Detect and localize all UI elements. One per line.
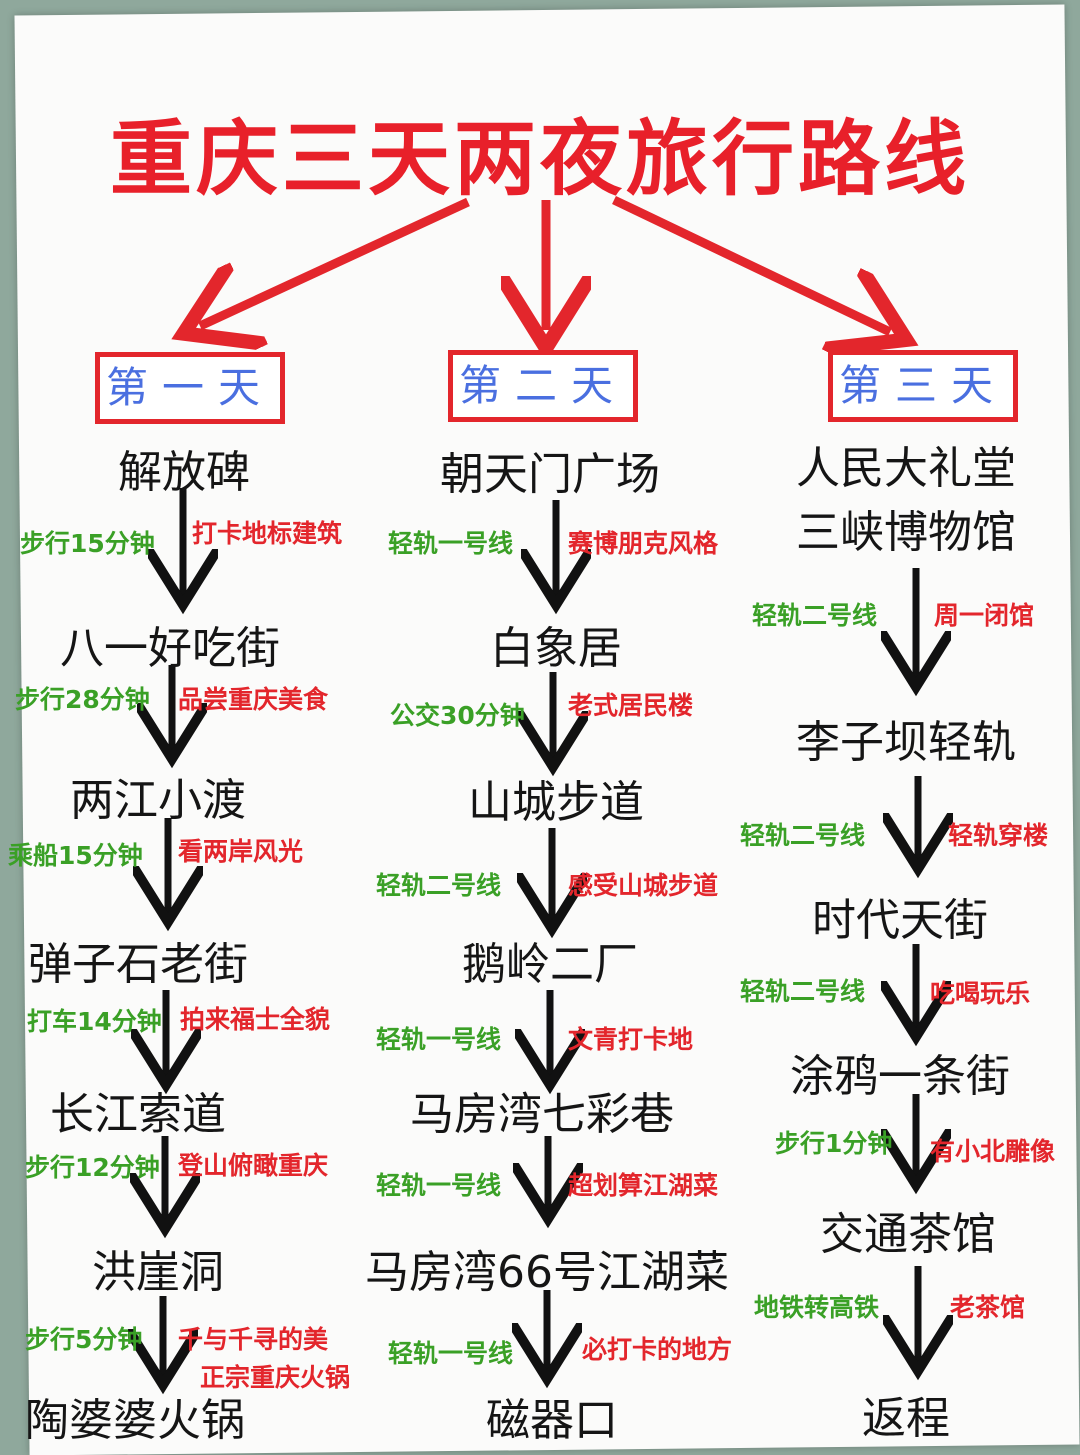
day1-transport-1: 步行15分钟 xyxy=(20,529,155,558)
day3-stop-1: 人民大礼堂 xyxy=(796,443,1016,494)
page-title: 重庆三天两夜旅行路线 xyxy=(109,112,970,207)
day3-note-3: 吃喝玩乐 xyxy=(930,979,1031,1008)
day2-note-2: 老式居民楼 xyxy=(568,691,694,720)
day1-box: 第一天 xyxy=(95,352,285,424)
day2-note-6: 必打卡的地方 xyxy=(582,1335,733,1364)
day2-transport-6: 轻轨一号线 xyxy=(388,1339,514,1368)
day2-transport-3: 轻轨二号线 xyxy=(376,871,502,900)
day2-note-4: 文青打卡地 xyxy=(568,1025,694,1054)
day2-box: 第二天 xyxy=(448,350,638,422)
branch-arrow-day3 xyxy=(612,195,890,332)
day1-stop-1: 解放碑 xyxy=(118,447,250,498)
day3-note-1: 周一闭馆 xyxy=(934,601,1035,630)
day1-note-2: 品尝重庆美食 xyxy=(178,685,329,714)
day1-note-6: 千与千寻的美 xyxy=(178,1325,329,1354)
day2-stop-7: 磁器口 xyxy=(486,1395,618,1446)
day1-stop-5: 长江索道 xyxy=(50,1089,226,1140)
day3-box: 第三天 xyxy=(828,350,1018,422)
day1-transport-3: 乘船15分钟 xyxy=(8,841,143,870)
day3-transport-3: 轻轨二号线 xyxy=(740,977,866,1006)
day2-transport-2: 公交30分钟 xyxy=(390,701,525,730)
day2-transport-1: 轻轨一号线 xyxy=(388,529,514,558)
day1-transport-2: 步行28分钟 xyxy=(15,685,150,714)
day1-note-4: 拍来福士全貌 xyxy=(180,1005,331,1034)
day2-transport-4: 轻轨一号线 xyxy=(376,1025,502,1054)
day2-stop-3: 山城步道 xyxy=(468,777,644,828)
day3-transport-2: 轻轨二号线 xyxy=(740,821,866,850)
day2-stop-5: 马房湾七彩巷 xyxy=(410,1089,674,1140)
day1-note-5: 登山俯瞰重庆 xyxy=(178,1151,329,1180)
day2-note-5: 超划算江湖菜 xyxy=(568,1171,719,1200)
day3-stop-3: 李子坝轻轨 xyxy=(796,717,1016,768)
day3-transport-4: 步行1分钟 xyxy=(775,1129,893,1158)
day3-note-5: 老茶馆 xyxy=(950,1293,1026,1322)
day2-stop-4: 鹅岭二厂 xyxy=(462,939,638,990)
day2-stop-2: 白象居 xyxy=(490,623,622,674)
day1-stop-6: 洪崖洞 xyxy=(92,1247,224,1298)
day1-note-3: 看两岸风光 xyxy=(178,837,304,866)
day1-stop-7: 陶婆婆火锅 xyxy=(25,1395,245,1446)
day3-note-2: 轻轨穿楼 xyxy=(948,821,1049,850)
day3-transport-5: 地铁转高铁 xyxy=(754,1293,880,1322)
day3-stop-5: 涂鸦一条街 xyxy=(790,1051,1010,1102)
day3-stop-2: 三峡博物馆 xyxy=(796,507,1016,558)
day3-transport-1: 轻轨二号线 xyxy=(752,601,878,630)
day2-note-3: 感受山城步道 xyxy=(568,871,719,900)
day2-stop-6: 马房湾66号江湖菜 xyxy=(365,1247,729,1298)
day1-transport-6: 步行5分钟 xyxy=(25,1325,143,1354)
day1-stop-2: 八一好吃街 xyxy=(60,623,280,674)
day1-stop-4: 弹子石老街 xyxy=(28,939,248,990)
day1-note-extra: 正宗重庆火锅 xyxy=(200,1363,351,1392)
day1-transport-4: 打车14分钟 xyxy=(27,1007,162,1036)
branch-arrow-day1 xyxy=(200,197,470,326)
day3-note-4: 有小北雕像 xyxy=(930,1137,1056,1166)
day1-note-1: 打卡地标建筑 xyxy=(192,519,343,548)
day2-note-1: 赛博朋克风格 xyxy=(568,529,719,558)
day2-transport-5: 轻轨一号线 xyxy=(376,1171,502,1200)
day1-stop-3: 两江小渡 xyxy=(70,775,246,826)
day2-stop-1: 朝天门广场 xyxy=(440,449,660,500)
day3-stop-4: 时代天街 xyxy=(812,895,988,946)
day3-stop-6: 交通茶馆 xyxy=(820,1209,996,1260)
day1-transport-5: 步行12分钟 xyxy=(25,1153,160,1182)
day3-stop-7: 返程 xyxy=(862,1393,950,1444)
